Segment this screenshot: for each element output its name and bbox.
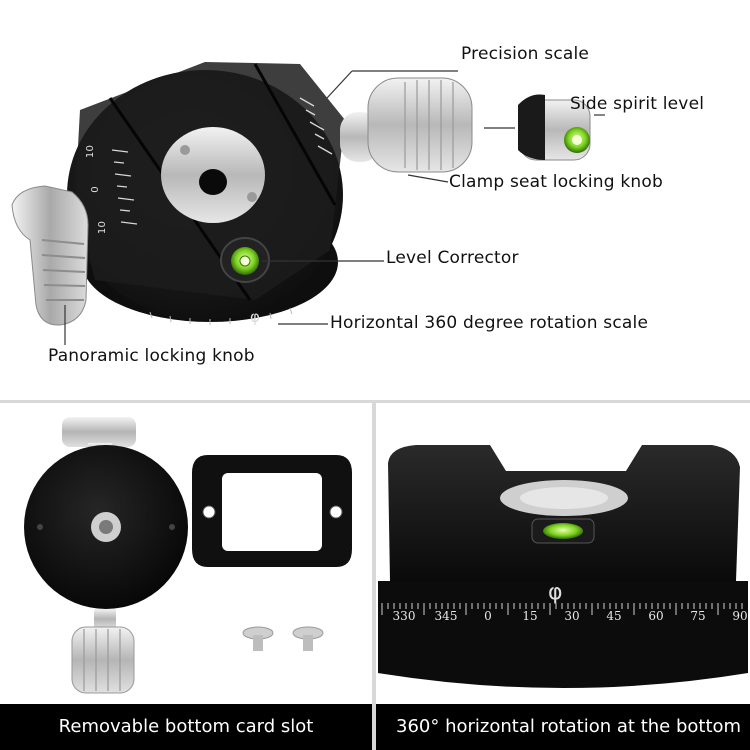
rotation-scale-mark: 75 xyxy=(690,609,706,623)
knob-grip-lines xyxy=(41,239,86,301)
disc-hole xyxy=(169,524,175,530)
caption-removable-card-slot: Removable bottom card slot xyxy=(58,716,314,737)
panel-divider xyxy=(0,400,750,403)
phi-mark: φ xyxy=(548,580,563,605)
base-rotation-ticks xyxy=(149,307,293,325)
rotation-scale-mark: 30 xyxy=(564,609,580,623)
plate-scale-mark: 10 xyxy=(85,144,97,159)
loose-screw xyxy=(242,626,274,651)
clamp-seat-locking-knob-label: Clamp seat locking knob xyxy=(449,172,663,192)
rotation-scale-mark: 90 xyxy=(732,609,748,623)
screw-head xyxy=(180,145,190,155)
rotation-scale-mark: 45 xyxy=(606,609,622,623)
bottom-view-illustration xyxy=(24,417,352,694)
loose-screw xyxy=(292,626,324,651)
knurl-lines xyxy=(404,80,454,170)
clamp-seat-knob-shape xyxy=(367,77,473,173)
top-product-photo: φ xyxy=(11,44,705,366)
front-level-vial xyxy=(543,523,583,539)
rotation-scale-mark: 345 xyxy=(434,609,458,623)
plate-scale-mark: 10 xyxy=(97,220,109,235)
top-knob xyxy=(62,417,136,447)
bubble xyxy=(239,255,251,267)
rotation-scale-mark: 60 xyxy=(648,609,664,623)
rotation-scale-mark: 15 xyxy=(522,609,538,623)
bottom-knob xyxy=(71,626,135,694)
level-corrector-label: Level Corrector xyxy=(386,248,519,268)
caption-bar: Removable bottom card slot xyxy=(0,704,372,750)
disc-hole xyxy=(37,524,43,530)
precision-scale-label: Precision scale xyxy=(461,44,590,64)
phi-mark: φ xyxy=(250,308,260,326)
rotation-base-illustration: φ xyxy=(378,445,748,688)
frame-hole xyxy=(202,505,216,519)
left-precision-scale xyxy=(111,149,138,225)
panel-divider xyxy=(372,403,376,750)
screw-head xyxy=(247,192,257,202)
caption-horizontal-rotation: 360° horizontal rotation at the bottom xyxy=(396,716,742,737)
plate-scale-mark: 0 xyxy=(89,186,101,193)
clamp-illustration: φ xyxy=(11,62,605,345)
panoramic-locking-knob-label: Panoramic locking knob xyxy=(48,346,255,366)
rotation-scale-mark: 330 xyxy=(392,609,416,623)
caption-bar: 360° horizontal rotation at the bottom xyxy=(376,704,750,750)
plate-groove xyxy=(253,63,337,206)
rotation-scale: 330 345 0 15 30 45 60 75 90 xyxy=(376,609,750,629)
right-precision-scale xyxy=(299,97,333,155)
callout-leader-lines xyxy=(64,70,605,345)
rotation-ticks xyxy=(381,603,743,615)
rotation-scale-mark: 0 xyxy=(484,609,492,623)
rotation-scale-label: Horizontal 360 degree rotation scale xyxy=(330,313,649,333)
side-spirit-level-label: Side spirit level xyxy=(570,94,705,114)
rotation-detail-photo: φ 330 345 0 15 30 45 60 75 90 360° horizontal ro… xyxy=(376,403,750,750)
frame-hole xyxy=(329,505,343,519)
center-mount-hole xyxy=(199,169,227,195)
bottom-card-slot-photo: Removable bottom card slot xyxy=(0,403,372,750)
rotation-base xyxy=(378,581,748,688)
